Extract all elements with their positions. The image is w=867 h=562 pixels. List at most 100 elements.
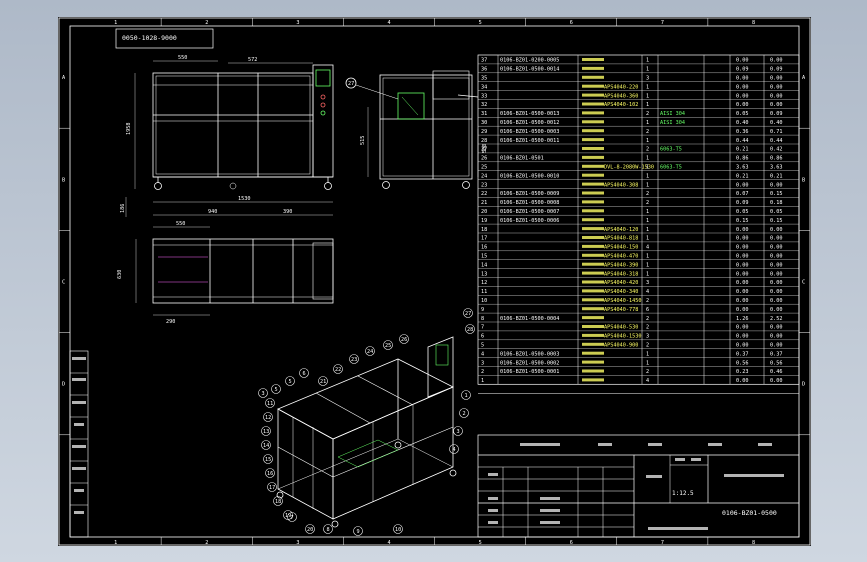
bom-item-no: 35 (481, 76, 487, 82)
bom-unit-weight: 0.44 (736, 138, 749, 144)
bom-part-name (582, 66, 604, 70)
bom-part-name (582, 262, 604, 266)
bom-total-weight: 0.00 (770, 298, 783, 304)
bom-part-name (582, 111, 604, 115)
bom-total-weight: 0.21 (770, 173, 783, 179)
dim-front-186: 186 (120, 204, 126, 213)
column-label-top: 3 (296, 20, 299, 26)
bom-unit-weight: 0.05 (736, 111, 749, 117)
callout-number: 7 (291, 515, 294, 521)
bom-total-weight: 0.15 (770, 218, 783, 224)
dim-side-515: 515 (360, 136, 366, 145)
bom-total-weight: 0.00 (770, 289, 783, 295)
bom-spec: APS4040-120 (604, 227, 638, 233)
dim-top-390: 390 (283, 209, 292, 215)
bom-total-weight: 0.86 (770, 156, 783, 162)
column-label-top: 7 (661, 20, 664, 26)
bom-part-code: 0106-BZ01-0501 (500, 156, 544, 162)
dim-front-550: 550 (178, 55, 187, 61)
bom-unit-weight: 0.00 (736, 227, 749, 233)
dim-top-550: 550 (176, 221, 185, 227)
column-label-top: 4 (387, 20, 390, 26)
bom-item-no: 3 (481, 360, 484, 366)
bom-unit-weight: 0.21 (736, 173, 749, 179)
inner-border (69, 25, 800, 538)
bom-total-weight: 3.63 (770, 165, 783, 171)
callout-number: 12 (265, 415, 271, 421)
bom-total-weight: 0.71 (770, 129, 783, 135)
side-callout: 27 (348, 81, 354, 87)
bom-item-no: 33 (481, 93, 487, 99)
part-callout: 22 (333, 364, 343, 374)
part-callout: 17 (267, 482, 277, 492)
part-callout: 1 (461, 390, 471, 400)
bom-unit-weight: 0.00 (736, 378, 749, 384)
bom-part-code: 0106-BZ01-0500-0003 (500, 351, 559, 357)
row-label-right: D (802, 382, 805, 388)
callout-number: 6 (303, 371, 306, 377)
part-callout: 6 (299, 368, 309, 378)
callout-number: 13 (263, 429, 269, 435)
bom-spec: APS4040-150 (604, 245, 638, 251)
bom-qty: 2 (646, 369, 649, 375)
bom-part-code: 0106-BZ01-0500-0001 (500, 369, 559, 375)
bom-part-name (582, 298, 604, 302)
part-callout: 26 (399, 334, 409, 344)
part-callout: 8 (323, 524, 333, 534)
callout-number: 3 (262, 391, 265, 397)
callout-number: 10 (395, 527, 401, 533)
bom-qty: 1 (646, 271, 649, 277)
bom-part-name (582, 289, 604, 293)
bom-qty: 1 (646, 218, 649, 224)
bom-part-name (582, 58, 604, 61)
bom-part-name (582, 280, 604, 284)
bom-part-name (582, 173, 604, 177)
row-label-left: A (62, 75, 66, 81)
bom-part-name (582, 342, 604, 346)
callout-number: 21 (320, 379, 326, 385)
bom-unit-weight: 0.00 (736, 262, 749, 268)
bom-total-weight: 0.00 (770, 280, 783, 286)
bom-part-name (582, 75, 604, 79)
bom-part-name (582, 147, 604, 150)
bom-total-weight: 0.00 (770, 307, 783, 313)
bom-item-no: 22 (481, 191, 487, 197)
dim-front-1958: 1958 (126, 123, 132, 136)
bom-spec: APS4040-420 (604, 280, 638, 286)
bom-part-name (582, 271, 604, 275)
bom-item-no: 36 (481, 67, 487, 73)
bom-qty: 2 (646, 298, 649, 304)
bom-qty: 1 (646, 209, 649, 215)
dim-side-500: 500 (482, 144, 488, 153)
bom-qty: 1 (646, 254, 649, 260)
bom-unit-weight: 0.00 (736, 182, 749, 188)
bom-unit-weight: 0.00 (736, 102, 749, 108)
bom-part-name (582, 191, 604, 195)
callout-number: 23 (351, 357, 357, 363)
bom-part-code: 0106-BZ01-0500-0012 (500, 120, 559, 126)
column-label-bottom: 2 (205, 540, 208, 546)
bom-part-name (582, 227, 604, 231)
bom-part-name (582, 155, 604, 159)
bom-item-no: 31 (481, 111, 487, 117)
callout-number: 5 (275, 387, 278, 393)
bom-total-weight: 0.00 (770, 378, 783, 384)
part-callout: 24 (365, 346, 375, 356)
bom-part-name (582, 360, 604, 364)
bom-qty: 2 (646, 325, 649, 331)
callout-number: 11 (267, 401, 273, 407)
bom-unit-weight: 0.00 (736, 271, 749, 277)
bom-total-weight: 0.46 (770, 369, 783, 375)
callout-number: 22 (335, 367, 341, 373)
bom-total-weight: 0.00 (770, 84, 783, 90)
bom-qty: 1 (646, 67, 649, 73)
bom-qty: 1 (646, 165, 649, 171)
